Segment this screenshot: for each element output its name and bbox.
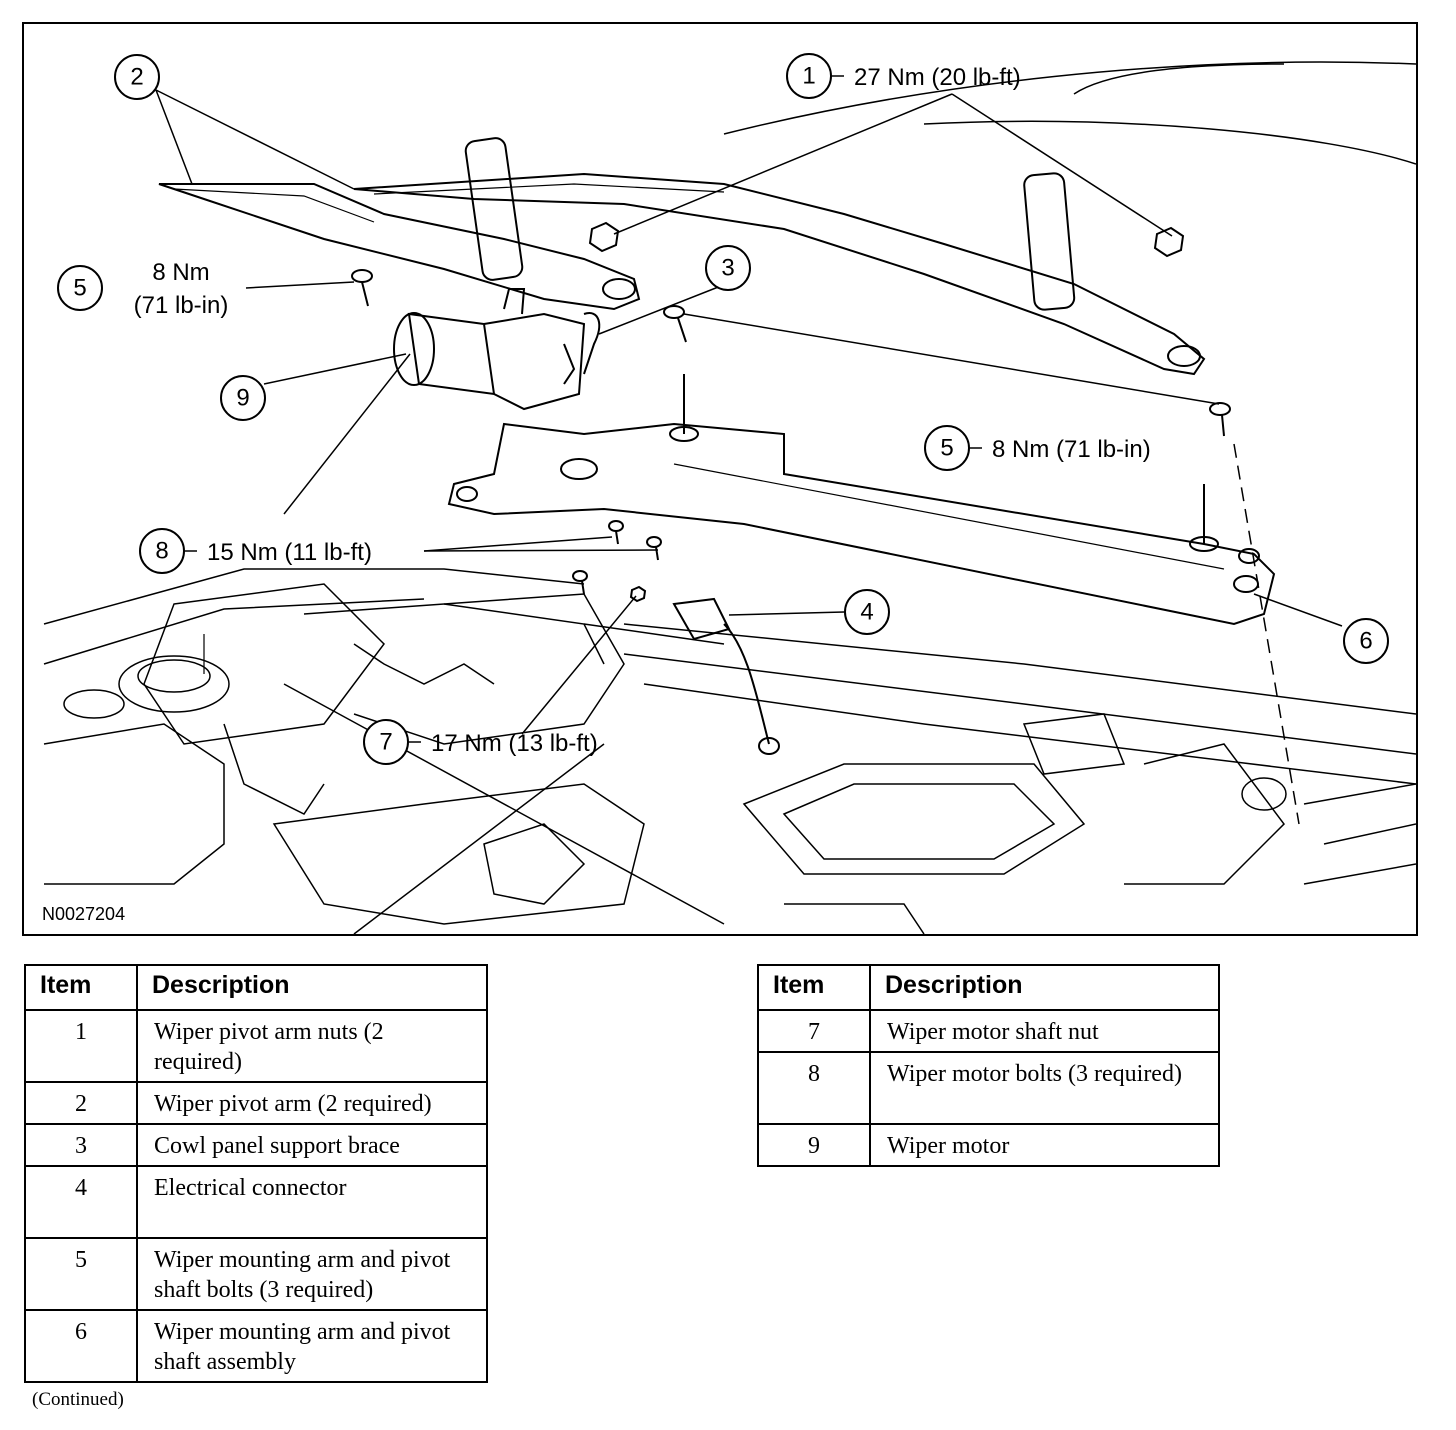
figure-id-label: N0027204 <box>42 904 125 924</box>
callout-9: 9 <box>220 375 266 421</box>
legend-header-row: Item Description <box>24 964 488 1011</box>
pivot-arm-nut-left <box>588 221 620 253</box>
callout-4: 4 <box>844 589 890 635</box>
callout-6: 6 <box>1343 618 1389 664</box>
legend-item-number: 9 <box>757 1123 871 1167</box>
callout-4-number: 4 <box>860 599 873 626</box>
table-row: 8 Wiper motor bolts (3 required) <box>757 1051 1220 1125</box>
legend-header-item: Item <box>24 964 138 1011</box>
legend-item-number: 2 <box>24 1081 138 1125</box>
legend-item-description: Wiper motor bolts (3 required) <box>869 1051 1220 1125</box>
callout-7-number: 7 <box>379 729 392 756</box>
callout-5-left-torque-line2: (71 lb-in) <box>134 292 229 319</box>
exploded-view-figure: 1 27 Nm (20 lb-ft) 2 3 4 5 8 Nm (71 lb-i… <box>22 22 1418 936</box>
callout-5-right-torque: 8 Nm (71 lb-in) <box>992 436 1151 463</box>
legend-item-description: Wiper motor <box>869 1123 1220 1167</box>
callout-8-number: 8 <box>155 538 168 565</box>
legend-item-description: Wiper pivot arm (2 required) <box>136 1081 488 1125</box>
wiper-mounting-arm-assembly <box>447 374 1276 626</box>
mounting-bolt-right <box>1209 402 1231 437</box>
table-row: 4 Electrical connector <box>24 1165 488 1239</box>
legend-item-number: 4 <box>24 1165 138 1239</box>
legend-item-description: Electrical connector <box>136 1165 488 1239</box>
table-row: 5 Wiper mounting arm and pivot shaft bol… <box>24 1237 488 1311</box>
legend-item-number: 3 <box>24 1123 138 1167</box>
table-row: 3 Cowl panel support brace <box>24 1123 488 1167</box>
callout-3: 3 <box>705 245 751 291</box>
callout-1: 1 27 Nm (20 lb-ft) <box>786 53 1021 99</box>
legend-item-number: 8 <box>757 1051 871 1125</box>
mounting-bolt-center <box>663 305 687 343</box>
legend-header-description: Description <box>136 964 488 1011</box>
table-row: 2 Wiper pivot arm (2 required) <box>24 1081 488 1125</box>
wiper-pivot-arm-right <box>353 172 1206 376</box>
wiper-pivot-arm-left <box>158 137 641 311</box>
continued-note: (Continued) <box>32 1389 124 1410</box>
legend-header-row: Item Description <box>757 964 1220 1011</box>
table-row: 1 Wiper pivot arm nuts (2 required) <box>24 1009 488 1083</box>
legend-header-item: Item <box>757 964 871 1011</box>
callout-6-number: 6 <box>1359 628 1372 655</box>
legend-item-number: 6 <box>24 1309 138 1383</box>
callout-5-left-number: 5 <box>73 275 86 302</box>
table-row: 7 Wiper motor shaft nut <box>757 1009 1220 1053</box>
callout-2: 2 <box>114 54 160 100</box>
callout-8-torque: 15 Nm (11 lb-ft) <box>207 539 372 566</box>
legend-table-right: Item Description 7 Wiper motor shaft nut… <box>757 964 1220 1167</box>
legend-item-description: Wiper pivot arm nuts (2 required) <box>136 1009 488 1083</box>
wiper-motor-bolt-1 <box>608 520 624 545</box>
callout-9-number: 9 <box>236 385 249 412</box>
wiper-assembly-drawing: 1 27 Nm (20 lb-ft) 2 3 4 5 8 Nm (71 lb-i… <box>42 53 1416 934</box>
callout-2-number: 2 <box>130 64 143 91</box>
legend-item-description: Wiper mounting arm and pivot shaft bolts… <box>136 1237 488 1311</box>
pivot-arm-nut-right <box>1153 226 1185 258</box>
table-row: 9 Wiper motor <box>757 1123 1220 1167</box>
mounting-bolt-left <box>351 269 373 307</box>
callout-8: 8 15 Nm (11 lb-ft) <box>139 528 372 574</box>
callout-5-left: 5 8 Nm (71 lb-in) <box>57 259 229 319</box>
leader-lines <box>155 89 1343 934</box>
engine-compartment <box>43 568 1416 934</box>
legend-header-description: Description <box>869 964 1220 1011</box>
callout-5-right: 5 8 Nm (71 lb-in) <box>924 425 1151 471</box>
callout-7-torque: 17 Nm (13 lb-ft) <box>431 730 598 757</box>
callout-7: 7 17 Nm (13 lb-ft) <box>363 719 598 765</box>
legend-item-description: Wiper motor shaft nut <box>869 1009 1220 1053</box>
callout-1-torque: 27 Nm (20 lb-ft) <box>854 64 1021 91</box>
callout-5-left-torque-line1: 8 Nm <box>152 259 209 286</box>
legend-item-description: Wiper mounting arm and pivot shaft assem… <box>136 1309 488 1383</box>
legend-item-number: 1 <box>24 1009 138 1083</box>
legend-item-description: Cowl panel support brace <box>136 1123 488 1167</box>
wiper-motor-bolt-2 <box>646 536 662 561</box>
callout-3-number: 3 <box>721 255 734 282</box>
table-row: 6 Wiper mounting arm and pivot shaft ass… <box>24 1309 488 1383</box>
legend-item-number: 7 <box>757 1009 871 1053</box>
wiper-motor <box>393 288 586 411</box>
legend-table-left: Item Description 1 Wiper pivot arm nuts … <box>24 964 488 1383</box>
wiper-motor-shaft-nut <box>629 585 647 603</box>
legend-item-number: 5 <box>24 1237 138 1311</box>
electrical-connector <box>672 597 780 755</box>
cowl-panel-support-brace <box>583 312 601 375</box>
callout-1-number: 1 <box>802 63 815 90</box>
callout-5-right-number: 5 <box>940 435 953 462</box>
